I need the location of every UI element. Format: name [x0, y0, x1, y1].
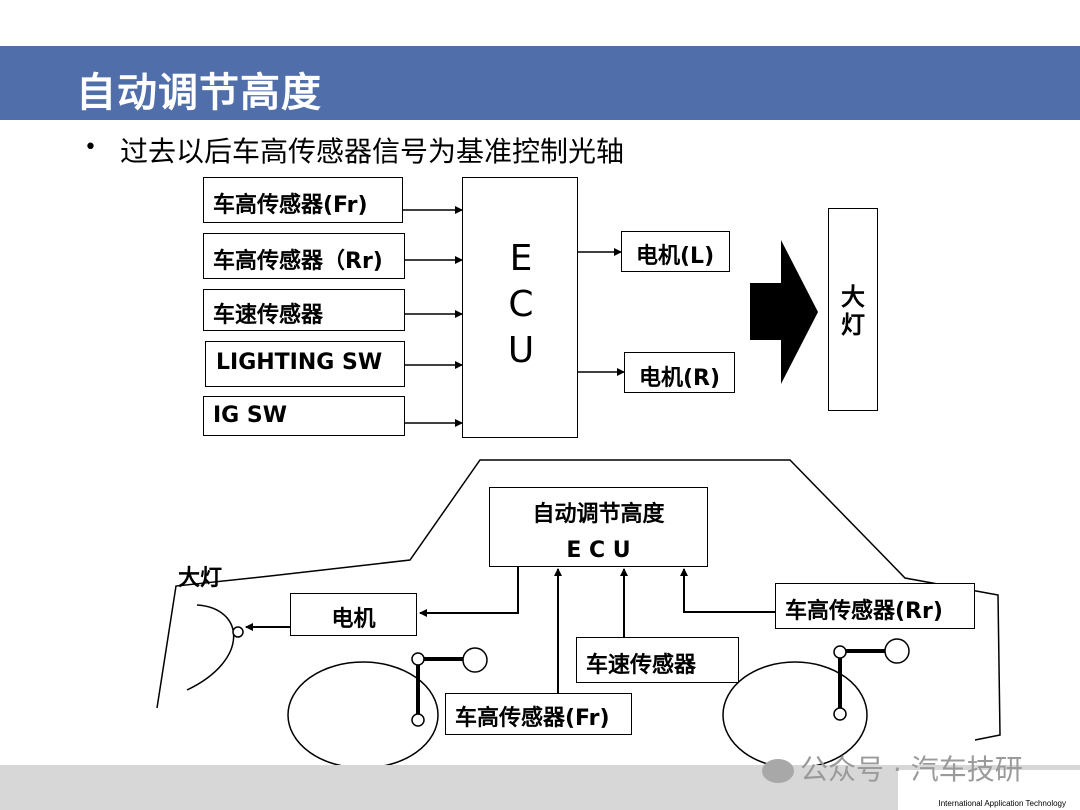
speed-sensor-label: 车速传感器 — [586, 653, 697, 678]
lamp-char: 灯 — [841, 311, 865, 339]
ecu-box: E C U — [462, 177, 578, 438]
big-arrow — [750, 240, 818, 384]
output-label: 电机(R) — [639, 366, 721, 391]
watermark: 公众号 · 汽车技研 — [762, 748, 1023, 788]
bullet-text: 过去以后车高传感器信号为基准控制光轴 — [120, 135, 625, 168]
input-label: 车速传感器 — [213, 303, 324, 328]
output-box-l: 电机(L) — [621, 231, 730, 272]
rr-sensor-box: 车高传感器(Rr) — [775, 583, 975, 629]
wechat-icon — [762, 759, 794, 783]
speed-sensor-box: 车速传感器 — [576, 637, 739, 683]
title-bar — [0, 46, 1080, 120]
headlamp-bulb — [232, 626, 244, 638]
car-body — [156, 459, 1001, 741]
footer-panel — [898, 770, 1080, 810]
footer-tagline: International Application Technology — [938, 799, 1067, 808]
output-label: 电机(L) — [636, 244, 715, 269]
page-title: 自动调节高度 — [76, 70, 322, 116]
bullet-marker: • — [84, 135, 97, 160]
input-box-lighting: LIGHTING SW — [205, 341, 405, 387]
input-label: LIGHTING SW — [216, 350, 383, 375]
headlamp-lens — [186, 604, 235, 691]
input-label: 车高传感器（Rr) — [213, 249, 383, 274]
lamp-box: 大 灯 — [828, 208, 878, 411]
input-box-fr: 车高传感器(Fr) — [203, 177, 403, 223]
headlamp-label: 大灯 — [178, 566, 223, 591]
lamp-char: 大 — [841, 283, 865, 311]
input-box-ig: IG SW — [203, 396, 405, 436]
rr-sensor-to-ecu — [680, 568, 775, 613]
ecu-to-motor — [419, 567, 519, 617]
input-box-speed: 车速传感器 — [203, 289, 405, 331]
car-ecu-title: 自动调节高度 — [532, 502, 665, 527]
watermark-text: 公众号 · 汽车技研 — [800, 753, 1023, 786]
input-box-rr: 车高传感器（Rr) — [203, 233, 405, 279]
car-ecu-box: 自动调节高度 E C U — [489, 487, 708, 567]
motor-box: 电机 — [290, 593, 417, 636]
motor-label: 电机 — [331, 607, 376, 632]
input-label: 车高传感器(Fr) — [213, 193, 368, 218]
input-label: IG SW — [213, 403, 288, 428]
fr-sensor-box: 车高传感器(Fr) — [445, 693, 632, 735]
car-ecu-label: E C U — [566, 538, 631, 563]
fr-sensor-label: 车高传感器(Fr) — [455, 706, 610, 731]
ecu-letter: C — [508, 284, 534, 325]
ecu-letter: E — [509, 238, 533, 279]
rr-sensor-label: 车高传感器(Rr) — [785, 599, 943, 624]
ecu-letter: U — [507, 330, 535, 371]
output-box-r: 电机(R) — [624, 352, 735, 393]
